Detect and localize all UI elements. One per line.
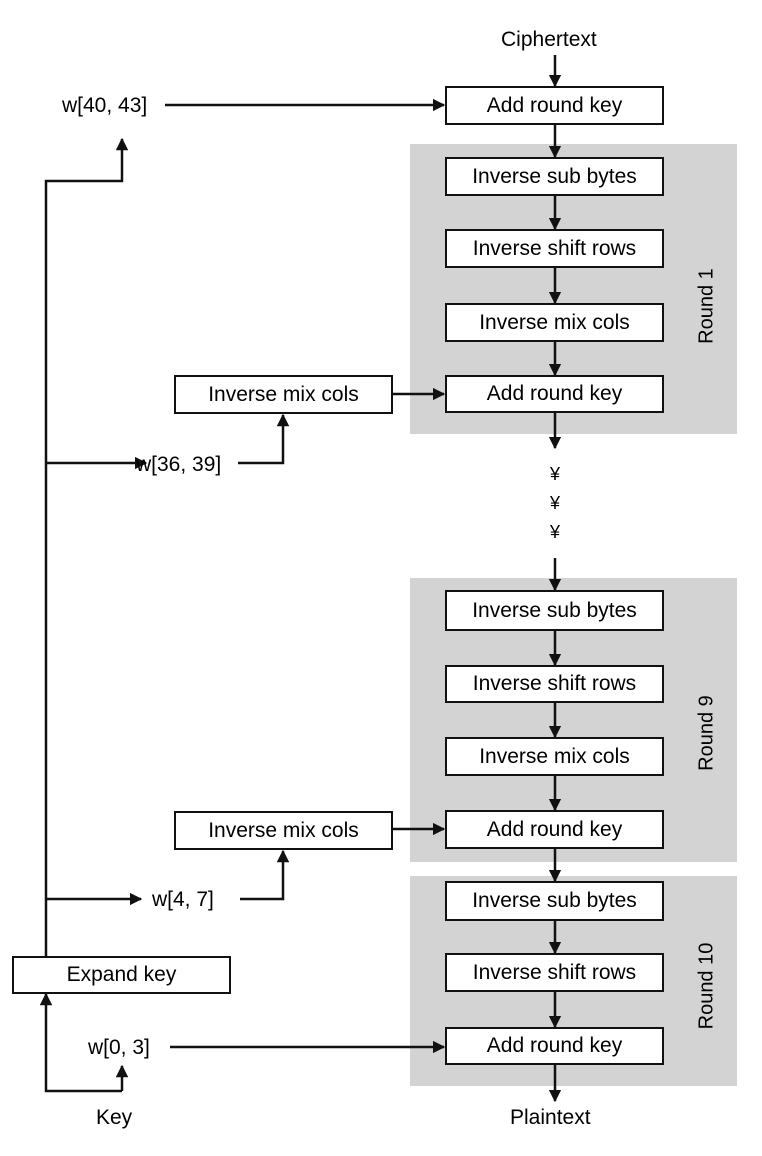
- round-9-inverse-mix-cols-box: Inverse mix cols: [445, 737, 664, 776]
- word-label-w36-39: w[36, 39]: [136, 453, 222, 476]
- round-10-add-round-key-box: Add round key: [445, 1027, 664, 1065]
- word-label-w0-3: w[0, 3]: [88, 1036, 150, 1059]
- expand-key-box: Expand key: [12, 956, 231, 994]
- round-9-label: Round 9: [695, 695, 718, 771]
- word-label-w40-43: w[40, 43]: [62, 94, 148, 117]
- round-1-key-inverse-mix-cols-box: Inverse mix cols: [174, 375, 393, 414]
- initial-add-round-key-box: Add round key: [445, 86, 664, 125]
- round-9-key-inverse-mix-cols-box: Inverse mix cols: [174, 811, 393, 850]
- round-9-add-round-key-box: Add round key: [445, 810, 664, 849]
- round-9-inverse-shift-rows-box: Inverse shift rows: [445, 665, 664, 703]
- round-1-inverse-shift-rows-box: Inverse shift rows: [445, 229, 664, 268]
- key-label: Key: [96, 1106, 133, 1129]
- round-1-inverse-sub-bytes-box: Inverse sub bytes: [445, 157, 664, 196]
- ciphertext-label: Ciphertext: [501, 28, 597, 51]
- plaintext-label: Plaintext: [510, 1106, 591, 1129]
- round-10-label: Round 10: [695, 942, 718, 1030]
- continuation-mark: ¥: [549, 522, 561, 542]
- round-1-add-round-key-box: Add round key: [445, 375, 664, 413]
- round-10-inverse-sub-bytes-box: Inverse sub bytes: [445, 881, 664, 921]
- word-label-w4-7: w[4, 7]: [152, 888, 214, 911]
- round-10-inverse-shift-rows-box: Inverse shift rows: [445, 953, 664, 992]
- continuation-mark: ¥: [549, 464, 561, 484]
- round-1-inverse-mix-cols-box: Inverse mix cols: [445, 303, 664, 342]
- round-9-inverse-sub-bytes-box: Inverse sub bytes: [445, 590, 664, 631]
- round-1-label: Round 1: [695, 268, 718, 344]
- continuation-mark: ¥: [549, 493, 561, 513]
